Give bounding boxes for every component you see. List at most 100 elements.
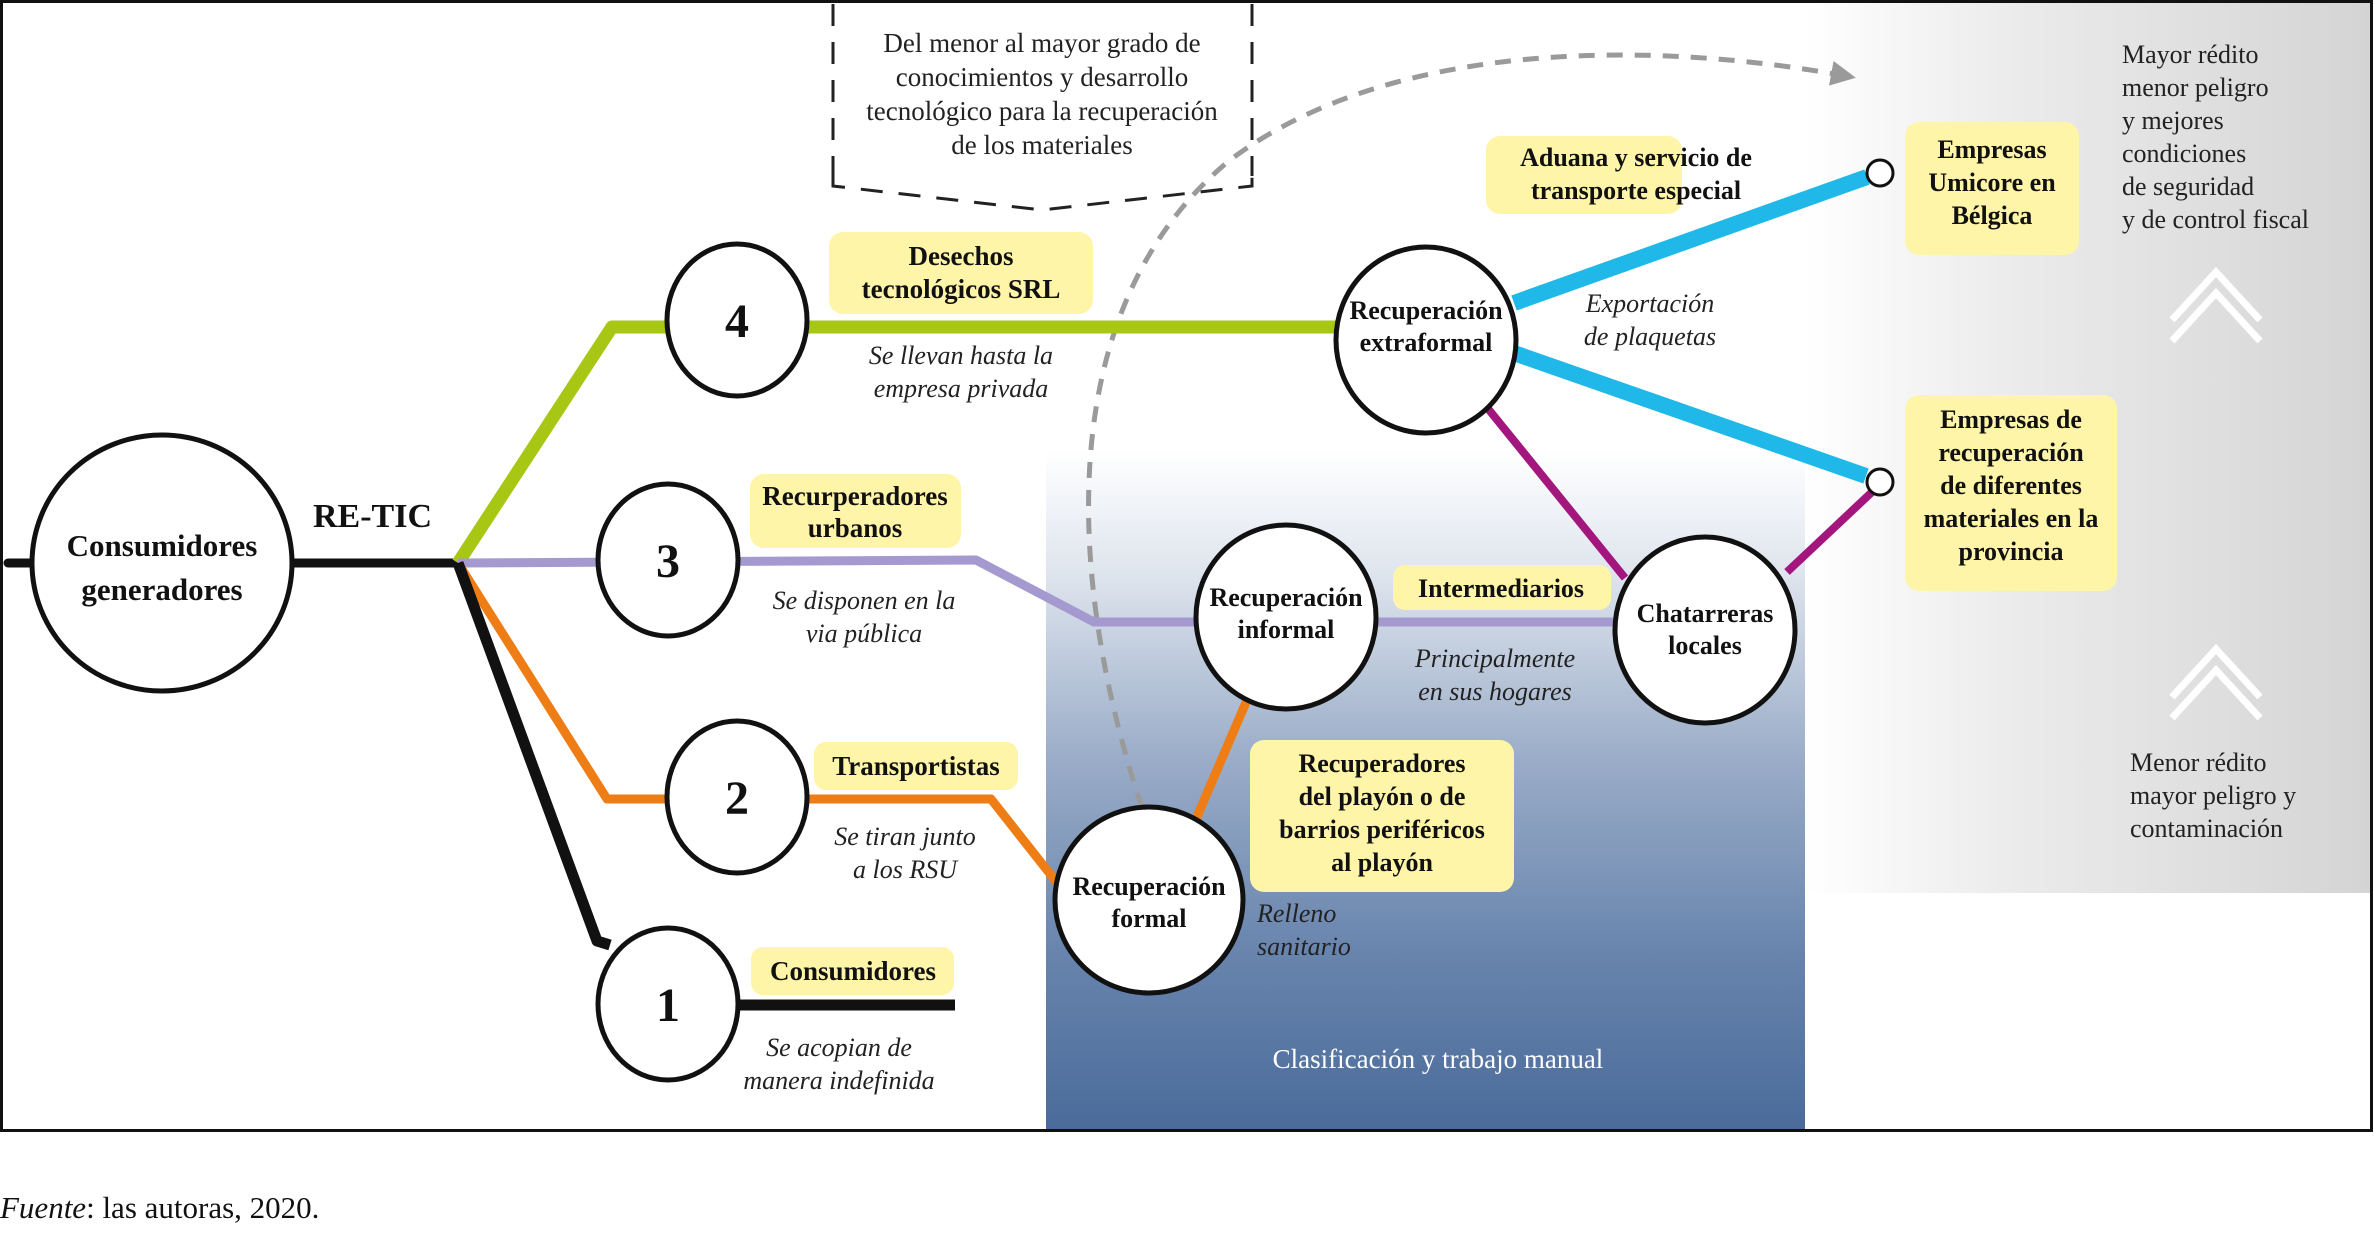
node-label: informal: [1238, 615, 1335, 644]
actor-label-line: Aduana y servicio de: [1520, 143, 1752, 172]
actor-label-line: Bélgica: [1952, 201, 2033, 230]
chatarreras-node[interactable]: Chatarreras locales: [1612, 534, 1798, 726]
note-line: Exportación: [1585, 289, 1715, 318]
route-number: 4: [725, 295, 749, 348]
note-line: Se llevan hasta la: [869, 341, 1053, 370]
route-3-note: Se disponen en la via pública: [773, 586, 956, 648]
actor-label-line: Empresas de: [1940, 405, 2082, 434]
scale-line: condiciones: [2122, 139, 2246, 168]
diagram-canvas: Del menor al mayor grado de conocimiento…: [0, 0, 2373, 1132]
actor-label-line: provincia: [1959, 537, 2064, 566]
route-node-4[interactable]: 4: [664, 241, 810, 399]
manual-panel-label: Clasificación y trabajo manual: [1273, 1044, 1604, 1074]
note-line: en sus hogares: [1418, 677, 1572, 706]
scale-line: Mayor rédito: [2122, 40, 2258, 69]
knowledge-progress-arc: [1086, 52, 1856, 809]
note-line: Se tiran junto: [834, 822, 976, 851]
note-line: manera indefinida: [743, 1066, 934, 1095]
route-number: 1: [656, 979, 680, 1032]
note-line: Principalmente: [1414, 644, 1575, 673]
endpoint-provincia[interactable]: [1865, 467, 1895, 497]
node-label: formal: [1111, 904, 1186, 933]
scale-top-text: Mayor rédito menor peligro y mejores con…: [2122, 40, 2309, 234]
callout-line: Del menor al mayor grado de: [883, 28, 1200, 58]
actor-label-line: transporte especial: [1531, 176, 1741, 205]
callout-line: de los materiales: [951, 130, 1132, 160]
relleno-note: Relleno sanitario: [1256, 899, 1351, 961]
scale-line: de seguridad: [2122, 172, 2254, 201]
note-line: Se disponen en la: [773, 586, 956, 615]
empresas-provincia-label: Empresas de recuperación de diferentes m…: [1905, 395, 2117, 591]
intermediarios-label: Intermediarios: [1393, 565, 1611, 610]
figure-caption: Fuente: las autoras, 2020.: [0, 1190, 319, 1226]
route-4-line: [452, 320, 1337, 567]
export-line-umicore: [1511, 169, 1870, 311]
route-number: 2: [725, 772, 749, 825]
hogares-note: Principalmente en sus hogares: [1414, 644, 1575, 706]
scale-line: contaminación: [2130, 814, 2283, 843]
actor-label-line: materiales en la: [1924, 504, 2099, 533]
note-line: via pública: [806, 619, 922, 648]
note-line: a los RSU: [853, 855, 959, 884]
actor-label-line: recuperación: [1938, 438, 2084, 467]
node-label: Recuperación: [1072, 872, 1226, 901]
route-4-actor-label: Desechos tecnológicos SRL: [829, 232, 1093, 314]
origin-node-label: Consumidores: [67, 528, 258, 563]
actor-label-line: Desechos: [909, 241, 1014, 271]
endpoint-umicore[interactable]: [1865, 158, 1895, 188]
actor-label-line: barrios periféricos: [1279, 815, 1485, 844]
actor-label-line: Intermediarios: [1418, 574, 1584, 603]
scrap-line-extraformal: [1477, 397, 1629, 581]
scale-line: y mejores: [2122, 106, 2224, 135]
export-line-provincia: [1508, 344, 1869, 484]
caption-source-label: Fuente: [0, 1190, 87, 1225]
route-node-1[interactable]: 1: [595, 925, 741, 1083]
caption-source-text: : las autoras, 2020.: [86, 1190, 320, 1225]
route-number: 3: [656, 535, 680, 588]
note-line: empresa privada: [874, 374, 1049, 403]
node-label: Recuperación: [1209, 583, 1363, 612]
route-4-note: Se llevan hasta la empresa privada: [869, 341, 1053, 403]
exportacion-note: Exportación de plaquetas: [1584, 289, 1716, 351]
scale-bottom-text: Menor rédito mayor peligro y contaminaci…: [2130, 748, 2296, 843]
callout-line: conocimientos y desarrollo: [896, 62, 1188, 92]
actor-label-line: Transportistas: [832, 751, 1000, 781]
origin-node-label: generadores: [81, 572, 242, 607]
double-chevron-up-icon: [2169, 266, 2263, 344]
route-node-3[interactable]: 3: [595, 481, 741, 639]
actor-label-line: Empresas: [1937, 135, 2046, 164]
note-line: sanitario: [1257, 932, 1351, 961]
actor-label-line: Recurperadores: [762, 481, 947, 511]
double-chevron-up-icon: [2169, 643, 2263, 721]
formal-to-informal-line: [1191, 698, 1252, 821]
route-2-actor-label: Transportistas: [814, 742, 1018, 790]
route-1-note: Se acopian de manera indefinida: [743, 1033, 934, 1095]
route-node-2[interactable]: 2: [664, 718, 810, 876]
node-label: locales: [1668, 631, 1742, 660]
actor-label-line: Umicore en: [1928, 168, 2056, 197]
route-1-line: [452, 561, 612, 951]
node-label: extraformal: [1360, 328, 1493, 357]
actor-label-line: del playón o de: [1299, 782, 1466, 811]
formal-recovery-node[interactable]: Recuperación formal: [1052, 804, 1246, 996]
aduana-label: Aduana y servicio de transporte especial: [1486, 136, 1752, 214]
node-label: Recuperación: [1349, 296, 1503, 325]
extraformal-recovery-node[interactable]: Recuperación extraformal: [1333, 244, 1519, 436]
informal-recovery-node[interactable]: Recuperación informal: [1193, 522, 1379, 712]
figure-frame: [0, 0, 2373, 1132]
dashed-callout-text: Del menor al mayor grado de conocimiento…: [866, 28, 1218, 160]
actor-label-line: urbanos: [808, 513, 903, 543]
umicore-label: Empresas Umicore en Bélgica: [1905, 122, 2079, 255]
actor-label-line: Recuperadores: [1298, 749, 1465, 778]
route-2-note: Se tiran junto a los RSU: [834, 822, 976, 884]
scale-line: y de control fiscal: [2122, 205, 2309, 234]
recuperadores-playon-label: Recuperadores del playón o de barrios pe…: [1250, 740, 1514, 892]
scale-line: menor peligro: [2122, 73, 2269, 102]
callout-line: tecnológico para la recuperación: [866, 96, 1218, 126]
scrap-line-provincia: [1784, 489, 1875, 575]
actor-label-line: de diferentes: [1940, 471, 2082, 500]
origin-node[interactable]: Consumidores generadores: [29, 432, 295, 694]
note-line: de plaquetas: [1584, 322, 1716, 351]
scale-line: Menor rédito: [2130, 748, 2266, 777]
scale-line: mayor peligro y: [2130, 781, 2296, 810]
